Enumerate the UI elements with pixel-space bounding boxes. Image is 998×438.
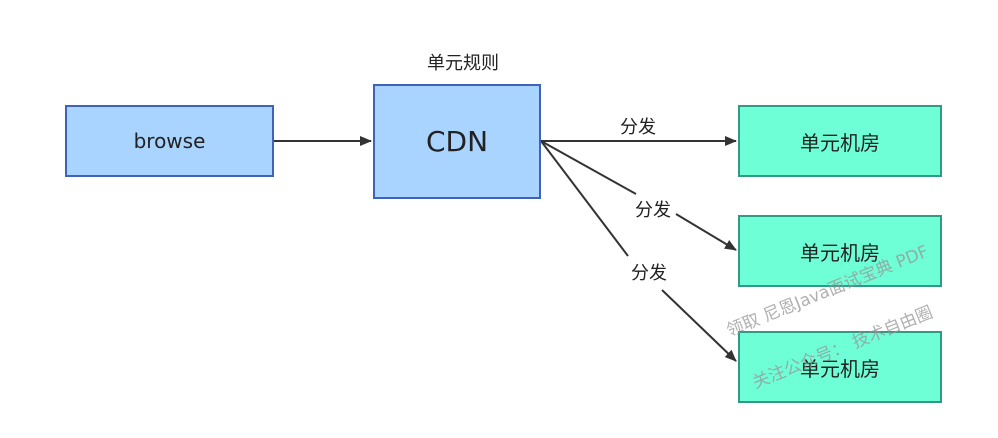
edge-cdn-to-room2 [540,140,736,250]
edge-cdn-to-room3 [540,140,736,361]
unit-room-node-2: 单元机房 [738,215,942,287]
browse-node-label: browse [133,129,206,153]
unit-room-node-1: 单元机房 [738,105,942,177]
cdn-node: CDN [373,84,541,199]
cdn-rule-label: 单元规则 [427,53,499,74]
unit-room-label-3: 单元机房 [800,356,880,381]
unit-room-label-2: 单元机房 [800,240,880,265]
edge-label-dispatch-3: 分发 [631,263,667,284]
browse-node: browse [65,105,274,177]
edge-label-dispatch-1: 分发 [620,117,656,138]
unit-room-node-3: 单元机房 [738,331,942,403]
cdn-node-label: CDN [425,125,489,158]
unit-room-label-1: 单元机房 [800,130,880,155]
edge-label-dispatch-2: 分发 [635,200,671,221]
